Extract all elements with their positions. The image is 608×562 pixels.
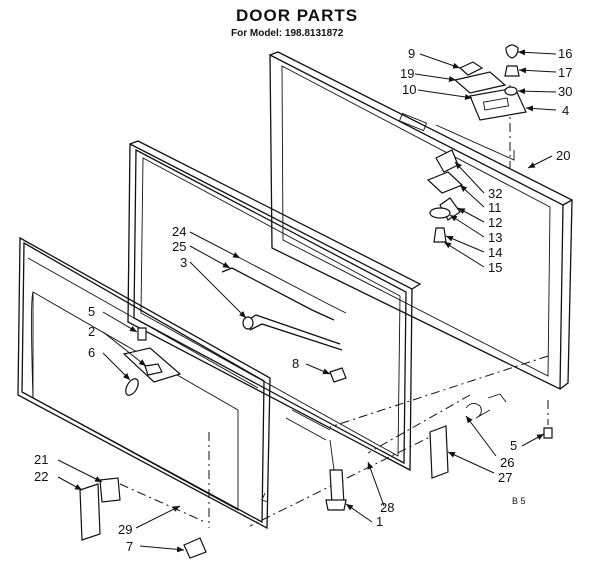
inner-door-liner — [17, 236, 271, 530]
callout-2: 2 — [88, 324, 95, 339]
callout-17: 17 — [558, 65, 572, 80]
callout-26: 26 — [500, 455, 514, 470]
diagram-title: DOOR PARTS — [236, 6, 359, 25]
callout-19: 19 — [400, 66, 414, 81]
outer-door-panel — [269, 51, 574, 425]
hinge-hardware-side — [426, 149, 464, 243]
middle-panel-parts — [221, 257, 347, 383]
callout-numbers: 9 19 10 16 17 30 4 20 32 11 12 13 14 15 … — [34, 46, 572, 554]
callout-leaders — [57, 49, 557, 553]
callout-24: 24 — [172, 224, 186, 239]
middle-door-panel — [127, 140, 422, 472]
hinge-hardware-top — [453, 44, 527, 121]
callout-22: 22 — [34, 469, 48, 484]
callout-12: 12 — [488, 215, 502, 230]
model-subtitle: For Model: 198.8131872 — [231, 28, 344, 39]
callout-27: 27 — [498, 470, 512, 485]
callout-11: 11 — [488, 200, 502, 215]
callout-29: 29 — [118, 522, 132, 537]
footer-code: B 5 — [512, 496, 526, 506]
liner-parts — [79, 327, 207, 559]
callout-21: 21 — [34, 452, 48, 467]
callout-20: 20 — [556, 148, 570, 163]
callout-5b: 5 — [510, 438, 517, 453]
callout-16: 16 — [558, 46, 572, 61]
callout-13: 13 — [488, 230, 502, 245]
callout-32: 32 — [488, 186, 502, 201]
callout-15: 15 — [488, 260, 502, 275]
callout-25: 25 — [172, 239, 186, 254]
callout-14: 14 — [488, 245, 502, 260]
callout-4: 4 — [562, 103, 569, 118]
callout-3: 3 — [180, 255, 187, 270]
callout-1: 1 — [376, 514, 383, 529]
callout-30: 30 — [558, 84, 572, 99]
callout-6: 6 — [88, 345, 95, 360]
callout-9: 9 — [408, 46, 415, 61]
lower-hardware — [285, 393, 553, 511]
callout-5: 5 — [88, 304, 95, 319]
callout-7: 7 — [126, 539, 133, 554]
callout-28: 28 — [380, 500, 394, 515]
callout-10: 10 — [402, 82, 416, 97]
callout-8: 8 — [292, 356, 299, 371]
